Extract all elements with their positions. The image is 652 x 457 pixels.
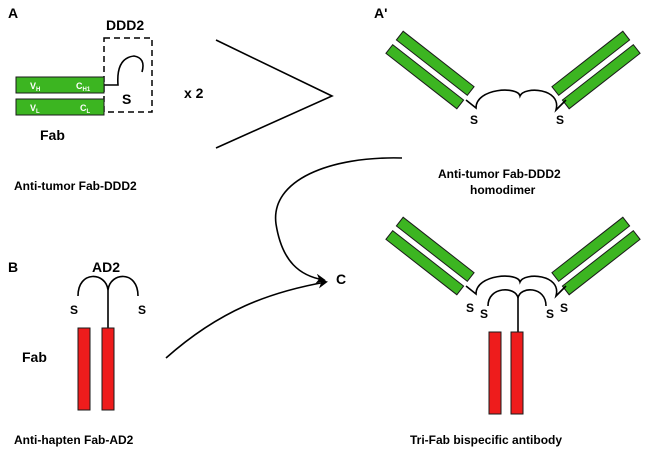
trifab-right-fab [551,216,641,296]
trifab-red-chain-right [510,331,524,415]
ad2-s-right: S [138,303,146,317]
caption-homodimer-line1: Anti-tumor Fab-DDD2 [438,167,561,181]
ad2-s-left: S [70,303,78,317]
fab-label-a: Fab [40,127,65,143]
panel-label-b: B [8,259,18,275]
vh-domain-label: VH [30,81,40,93]
panel-label-c: C [336,271,346,287]
homodimer-right-fab [551,30,641,110]
caption-tri-fab-bispecific: Tri-Fab bispecific antibody [410,433,562,447]
trifab-ad2-inner-linker [487,289,547,307]
trifab-red-chain-left [488,331,502,415]
homodimer-to-c-arrow [274,157,403,284]
ad2-fab-chain-right [101,327,115,411]
trifab-left-fab [385,216,475,296]
multiplier-label: x 2 [184,85,204,101]
ad2-label: AD2 [92,259,120,275]
panel-label-a: A [8,5,18,21]
ddd2-dashed-box [103,37,153,113]
vl-domain-label: VL [30,103,40,115]
cl-domain-label: CL [80,103,91,115]
trifab-s-inner-left: S [480,307,488,321]
trifab-s-inner-right: S [546,307,554,321]
ch1-domain-label: CH1 [76,81,91,93]
panel-label-a-prime: A' [374,5,387,21]
caption-homodimer-line2: homodimer [470,183,536,197]
trifab-s-outer-right: S [560,301,568,315]
ddd2-s-label: S [122,91,131,107]
fab-light-chain [15,98,105,116]
homodimer-ddd2-linker [465,89,567,113]
homodimer-left-fab [385,30,475,110]
ddd2-linker [104,55,144,86]
caption-anti-hapten-fab-ad2: Anti-hapten Fab-AD2 [14,433,134,447]
homodimer-s-right: S [556,113,564,127]
ad2-to-c-arrow [165,278,328,359]
homodimer-s-left: S [470,113,478,127]
trifab-ddd2-outer-linker [465,275,567,299]
ddd2-label: DDD2 [106,17,144,33]
trifab-s-outer-left: S [466,301,474,315]
ad2-fab-chain-left [77,327,91,411]
caption-anti-tumor-fab-ddd2: Anti-tumor Fab-DDD2 [14,179,137,193]
dimerization-chevron [215,39,334,149]
fab-label-b: Fab [22,349,47,365]
